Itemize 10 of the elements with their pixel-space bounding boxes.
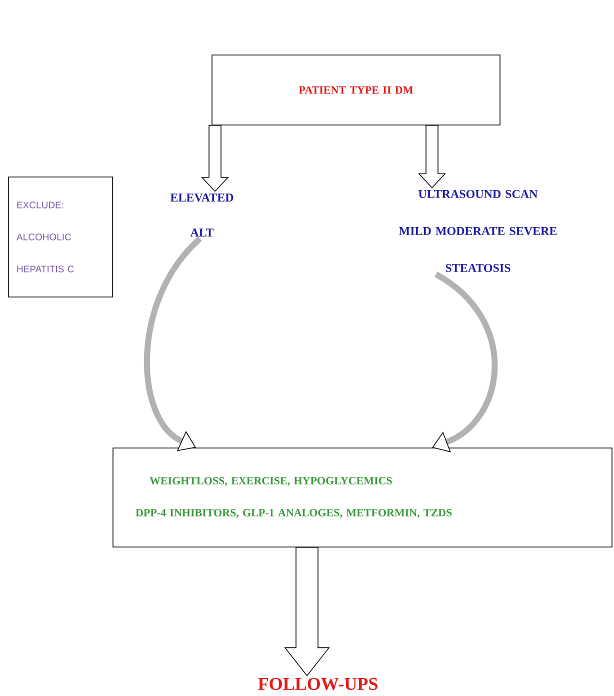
exclusion-box: EXCLUDE: ALCOHOLIC HEPATITIS C (8, 176, 113, 298)
treatment-box: WEIGHTLOSS, EXERCISE, HYPOGLYCEMICS DPP-4 INHIBITORS, GLP-1 ANALOGES, METFORMIN, TZDS (112, 448, 612, 548)
finding-text: ELEVATED ALT (170, 194, 234, 236)
block-arrow (418, 125, 446, 188)
curved-arrow (432, 272, 498, 452)
block-arrow (201, 125, 229, 192)
outcome-text: FOLLOW-UPS (258, 678, 378, 690)
finding-text: ULTRASOUND SCAN MILD MODERATE SEVERE STEATOSIS (398, 190, 557, 272)
patient-box: PATIENT TYPE II DM (212, 54, 500, 126)
block-arrow (284, 547, 330, 676)
